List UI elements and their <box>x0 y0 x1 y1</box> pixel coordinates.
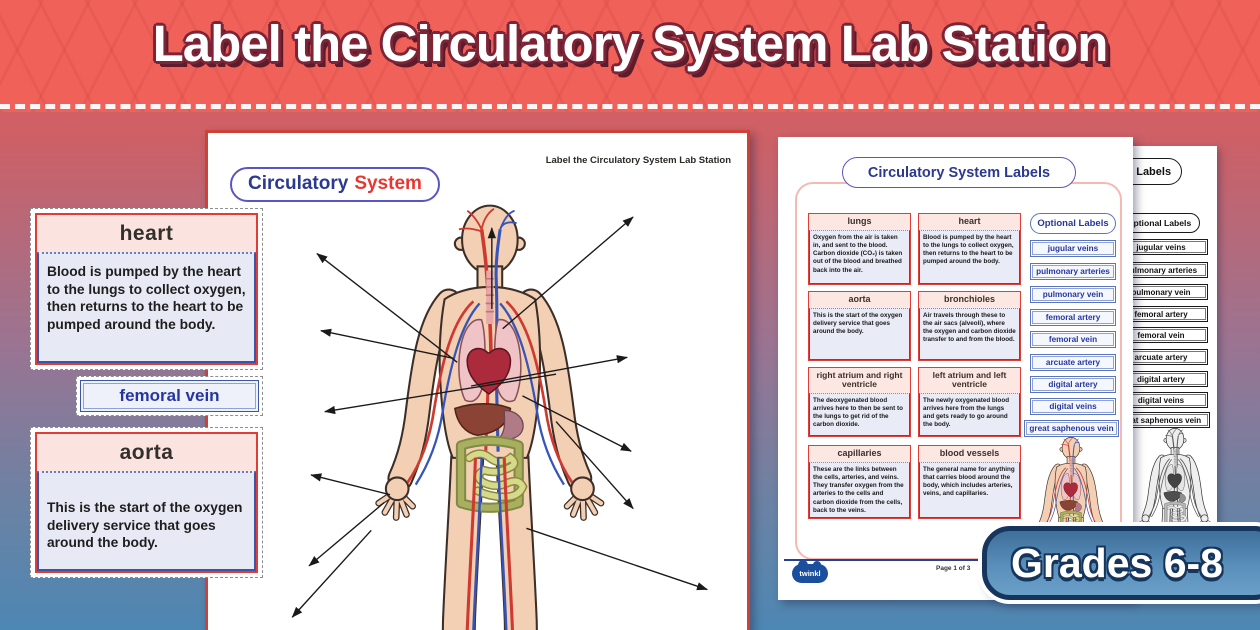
definition-card-blood-vessels: blood vessels The general name for anyth… <box>918 445 1021 519</box>
definition-card-right-atrium: right atrium and right ventricle The deo… <box>808 367 911 437</box>
definition-card-capillaries: capillaries These are the links between … <box>808 445 911 519</box>
bw-optional-label: femoral vein <box>1114 327 1208 343</box>
optional-label: pulmonary vein <box>1030 286 1116 303</box>
card-definition: This is the start of the oxygen delivery… <box>37 471 256 571</box>
labels-page-title: Circulatory System Labels <box>842 157 1076 188</box>
page-header: Label the Circulatory System Lab Station <box>545 155 731 166</box>
worksheet-page-diagram: Label the Circulatory System Lab Station… <box>205 130 750 630</box>
optional-label: femoral artery <box>1030 309 1116 326</box>
definition-card-lungs: lungs Oxygen from the air is taken in, a… <box>808 213 911 285</box>
card-title: femoral vein <box>83 383 256 409</box>
banner-title: Label the Circulatory System Lab Station <box>152 15 1109 72</box>
definition-card-heart: heart Blood is pumped by the heart to th… <box>918 213 1021 285</box>
page-number: Page 1 of 3 <box>936 565 971 572</box>
banner: Label the Circulatory System Lab Station <box>0 0 1260 112</box>
footer-rule <box>784 559 1123 561</box>
optional-label: digital veins <box>1030 398 1116 415</box>
optional-label: femoral vein <box>1030 331 1116 348</box>
banner-dashed-divider <box>0 104 1260 109</box>
label-card-heart: heart Blood is pumped by the heart to th… <box>30 208 263 370</box>
definition-card-left-atrium: left atrium and left ventricle The newly… <box>918 367 1021 437</box>
bw-optional-labels-pill: Optional Labels <box>1118 213 1200 233</box>
label-pointer-arrows <box>291 216 708 618</box>
definition-card-aorta: aorta This is the start of the oxygen de… <box>808 291 911 361</box>
bw-optional-label: femoral artery <box>1114 306 1208 322</box>
definition-card-bronchioles: bronchioles Air travels through these to… <box>918 291 1021 361</box>
card-title: aorta <box>37 434 256 471</box>
optional-label: digital artery <box>1030 376 1116 393</box>
label-card-femoral-vein: femoral vein <box>76 376 263 416</box>
optional-label: pulmonary arteries <box>1030 263 1116 280</box>
twinkl-logo: twinkl <box>792 560 828 583</box>
optional-label: jugular veins <box>1030 240 1116 257</box>
grades-badge: Grades 6-8 <box>982 526 1260 600</box>
card-title: heart <box>37 215 256 252</box>
optional-labels-pill: Optional Labels <box>1030 213 1116 234</box>
circulatory-diagram <box>291 133 708 630</box>
label-card-aorta: aorta This is the start of the oxygen de… <box>30 427 263 578</box>
worksheet-page-labels: Circulatory System Labels lungs Oxygen f… <box>778 137 1133 600</box>
optional-label: great saphenous vein <box>1024 420 1119 437</box>
optional-label: arcuate artery <box>1030 354 1116 371</box>
card-definition: Blood is pumped by the heart to the lung… <box>37 252 256 363</box>
